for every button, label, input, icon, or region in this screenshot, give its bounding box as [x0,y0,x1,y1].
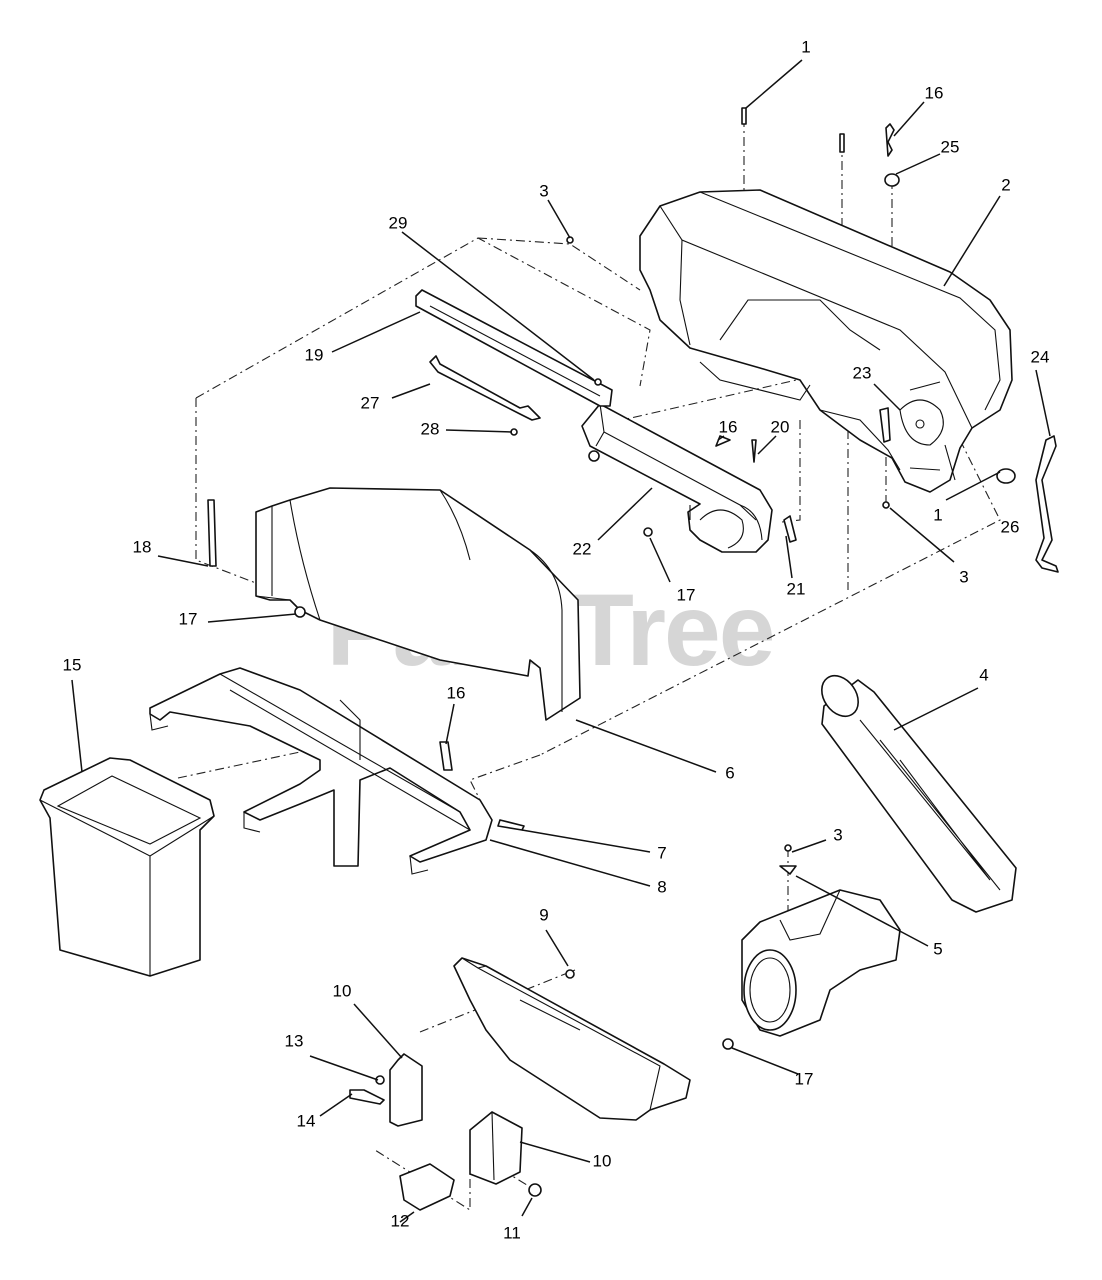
part-frame [149,667,493,875]
callout-13: 13 [285,1031,304,1050]
part-pin-16 [439,741,453,771]
callout-28: 28 [421,419,440,438]
callout-7: 7 [657,843,666,862]
callout-29: 29 [389,213,408,232]
callout-11: 11 [503,1223,521,1242]
part-bracket-right [469,1111,523,1185]
part-screw-29 [594,378,602,386]
callout-17: 17 [179,609,198,628]
leader-lines [71,59,1051,1223]
callout-16: 16 [719,417,738,436]
part-nut-11 [528,1183,542,1197]
callout-3: 3 [833,825,842,844]
callout-14: 14 [297,1111,316,1130]
callout-10: 10 [333,981,352,1000]
part-brace-bar [415,289,613,407]
callout-22: 22 [573,539,592,558]
callout-9: 9 [539,905,548,924]
callout-6: 6 [725,763,734,782]
callout-17: 17 [795,1069,814,1088]
part-housing [639,189,1013,493]
callout-19: 19 [305,345,324,364]
callout-18: 18 [133,537,152,556]
part-bag-wrapper [255,487,581,721]
fasteners-top [207,107,1059,618]
callout-5: 5 [933,939,942,958]
callout-8: 8 [657,877,666,896]
callout-24: 24 [1031,347,1050,366]
part-hitch-plate [453,957,691,1121]
callout-21: 21 [787,579,806,598]
callout-26: 26 [1001,517,1020,536]
callout-23: 23 [853,363,872,382]
callout-16: 16 [925,83,944,102]
callout-4: 4 [979,665,988,684]
part-pin-7 [497,819,525,831]
part-hose [821,674,1017,913]
callout-20: 20 [771,417,790,436]
callout-16: 16 [447,683,466,702]
callout-10: 10 [593,1151,612,1170]
callout-12: 12 [391,1211,410,1230]
callout-3: 3 [539,181,548,200]
part-rod [429,355,541,421]
callout-1: 1 [801,37,810,56]
part-bracket-left [389,1053,423,1127]
callout-labels: 1 16 25 2 3 29 19 27 28 24 23 16 20 1 26… [63,37,1050,1242]
callout-17: 17 [677,585,696,604]
callout-2: 2 [1001,175,1010,194]
callout-15: 15 [63,655,82,674]
callout-27: 27 [361,393,380,412]
part-spacer [399,1163,455,1211]
callout-3: 3 [959,567,968,586]
part-upper-chute [581,403,773,553]
part-bolt-14 [349,1089,385,1105]
callout-1: 1 [933,505,942,524]
callout-25: 25 [941,137,960,156]
part-adapter [722,844,901,1050]
part-basket [39,757,215,977]
